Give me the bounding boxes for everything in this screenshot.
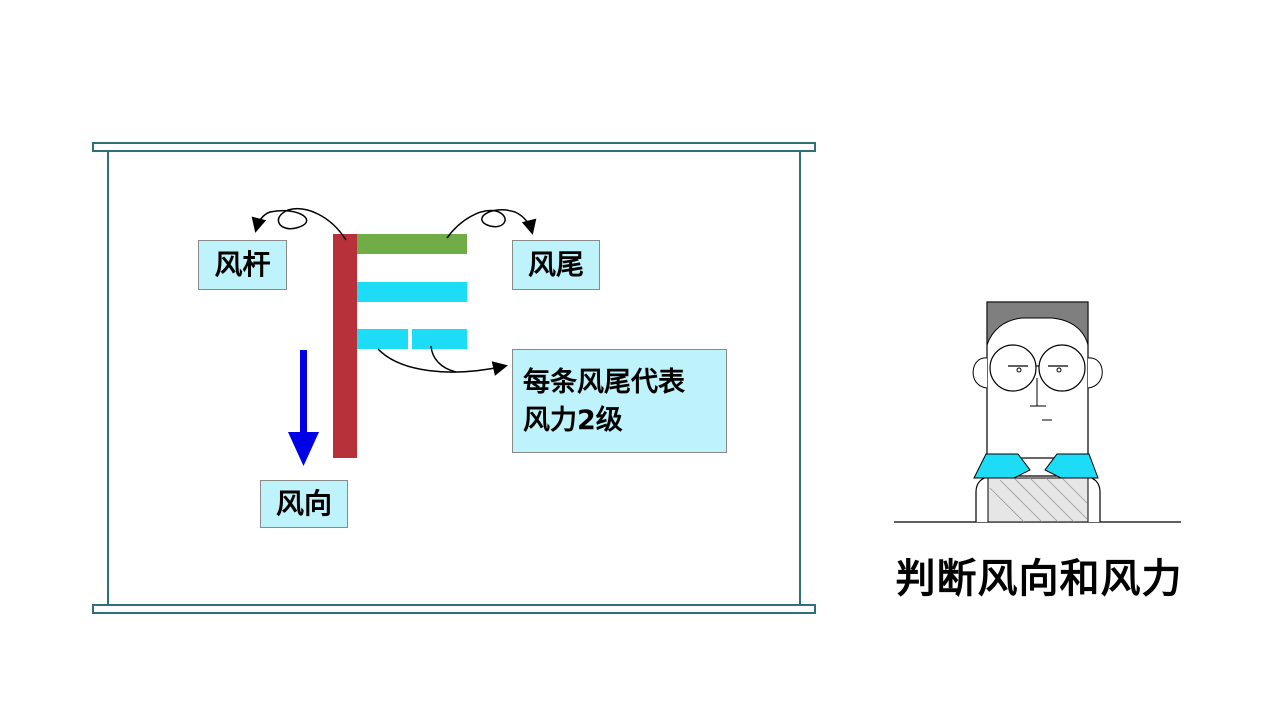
wind-tail-top xyxy=(357,234,467,254)
board-top-rail xyxy=(92,142,816,152)
note-pointer-curve-short xyxy=(430,345,457,373)
note-pointer-curve xyxy=(377,348,508,376)
person-neck xyxy=(987,477,1089,523)
tail-label: 风尾 xyxy=(512,240,600,290)
board-bottom-rail xyxy=(92,604,816,614)
person-ear-left xyxy=(972,357,988,389)
pole-label-text: 风杆 xyxy=(214,248,271,281)
note-line-2: 风力2级 xyxy=(523,405,623,436)
wind-tail-middle xyxy=(357,282,467,302)
pole-pointer-curve xyxy=(251,208,347,241)
wind-pole xyxy=(333,234,357,458)
person-hair xyxy=(986,301,1089,346)
direction-label-text: 风向 xyxy=(275,487,332,520)
tail-label-text: 风尾 xyxy=(527,248,584,281)
note-line-1: 每条风尾代表 xyxy=(523,367,685,398)
glasses-right-lens xyxy=(1038,344,1086,392)
person-collar-left xyxy=(973,453,1031,479)
direction-label: 风向 xyxy=(260,480,348,528)
pole-label: 风杆 xyxy=(198,240,287,290)
person-ear-right xyxy=(1087,357,1103,389)
wind-tail-half-left xyxy=(357,329,408,349)
tail-pointer-curve xyxy=(446,209,537,239)
down-arrow-icon xyxy=(288,350,319,466)
wind-tail-note: 每条风尾代表 风力2级 xyxy=(512,349,727,453)
page-title: 判断风向和风力 xyxy=(895,556,1183,602)
wind-tail-half-right xyxy=(412,329,467,349)
person-collar-right xyxy=(1044,453,1099,479)
glasses-left-lens xyxy=(989,344,1037,392)
